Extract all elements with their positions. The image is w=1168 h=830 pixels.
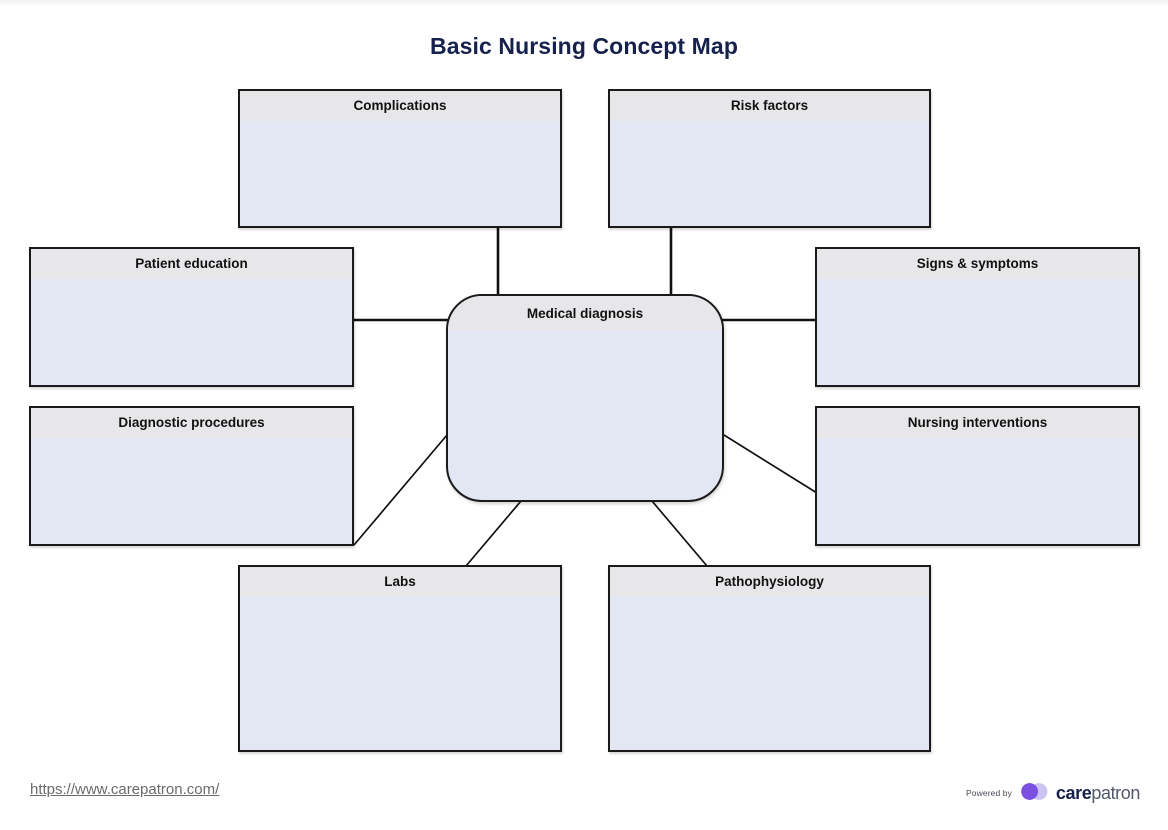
node-diagnostic-procedures-header: Diagnostic procedures <box>31 408 352 438</box>
node-signs-symptoms-body[interactable] <box>817 279 1138 385</box>
powered-by-label: Powered by <box>966 788 1012 798</box>
node-nursing-interventions-header: Nursing interventions <box>817 408 1138 438</box>
connector-diagnostic-procedures-to-center <box>353 434 448 546</box>
node-complications[interactable]: Complications <box>238 89 562 228</box>
node-labs[interactable]: Labs <box>238 565 562 752</box>
node-medical-diagnosis-body[interactable] <box>448 330 722 500</box>
node-diagnostic-procedures-label: Diagnostic procedures <box>118 415 265 431</box>
carepatron-wordmark-care: care <box>1055 783 1092 803</box>
carepatron-wordmark-patron: patron <box>1091 783 1140 803</box>
connector-center-to-pathophysiology <box>651 500 708 567</box>
carepatron-url-link[interactable]: https://www.carepatron.com/ <box>30 781 220 798</box>
page-title: Basic Nursing Concept Map <box>430 33 738 59</box>
node-labs-header: Labs <box>240 567 560 597</box>
carepatron-wordmark: carepatron <box>1056 784 1140 802</box>
node-signs-symptoms[interactable]: Signs & symptoms <box>815 247 1140 387</box>
node-labs-body[interactable] <box>240 597 560 750</box>
node-patient-education-body[interactable] <box>31 279 352 385</box>
node-complications-header: Complications <box>240 91 560 121</box>
node-risk-factors[interactable]: Risk factors <box>608 89 931 228</box>
node-nursing-interventions[interactable]: Nursing interventions <box>815 406 1140 546</box>
node-signs-symptoms-label: Signs & symptoms <box>916 256 1039 272</box>
top-border-strip <box>0 0 1168 6</box>
node-nursing-interventions-label: Nursing interventions <box>907 415 1048 431</box>
connector-center-to-labs <box>465 500 522 567</box>
node-nursing-interventions-body[interactable] <box>817 438 1138 544</box>
node-risk-factors-body[interactable] <box>610 121 929 226</box>
connector-center-to-nursing-interventions <box>723 434 818 494</box>
node-risk-factors-header: Risk factors <box>610 91 929 121</box>
node-patient-education-header: Patient education <box>31 249 352 279</box>
node-risk-factors-label: Risk factors <box>730 98 809 114</box>
node-pathophysiology-header: Pathophysiology <box>610 567 929 597</box>
node-labs-label: Labs <box>384 574 416 590</box>
carepatron-logo-icon <box>1019 782 1049 804</box>
node-medical-diagnosis-label: Medical diagnosis <box>526 305 644 321</box>
node-pathophysiology-body[interactable] <box>610 597 929 750</box>
carepatron-brand-badge: Powered by carepatron <box>966 782 1140 804</box>
node-pathophysiology[interactable]: Pathophysiology <box>608 565 931 752</box>
node-medical-diagnosis[interactable]: Medical diagnosis <box>446 294 724 502</box>
node-patient-education-label: Patient education <box>135 256 248 272</box>
node-pathophysiology-label: Pathophysiology <box>715 574 824 590</box>
node-diagnostic-procedures-body[interactable] <box>31 438 352 544</box>
node-patient-education[interactable]: Patient education <box>29 247 354 387</box>
node-complications-body[interactable] <box>240 121 560 226</box>
node-medical-diagnosis-header: Medical diagnosis <box>448 296 722 330</box>
node-signs-symptoms-header: Signs & symptoms <box>817 249 1138 279</box>
node-diagnostic-procedures[interactable]: Diagnostic procedures <box>29 406 354 546</box>
node-complications-label: Complications <box>353 98 447 114</box>
